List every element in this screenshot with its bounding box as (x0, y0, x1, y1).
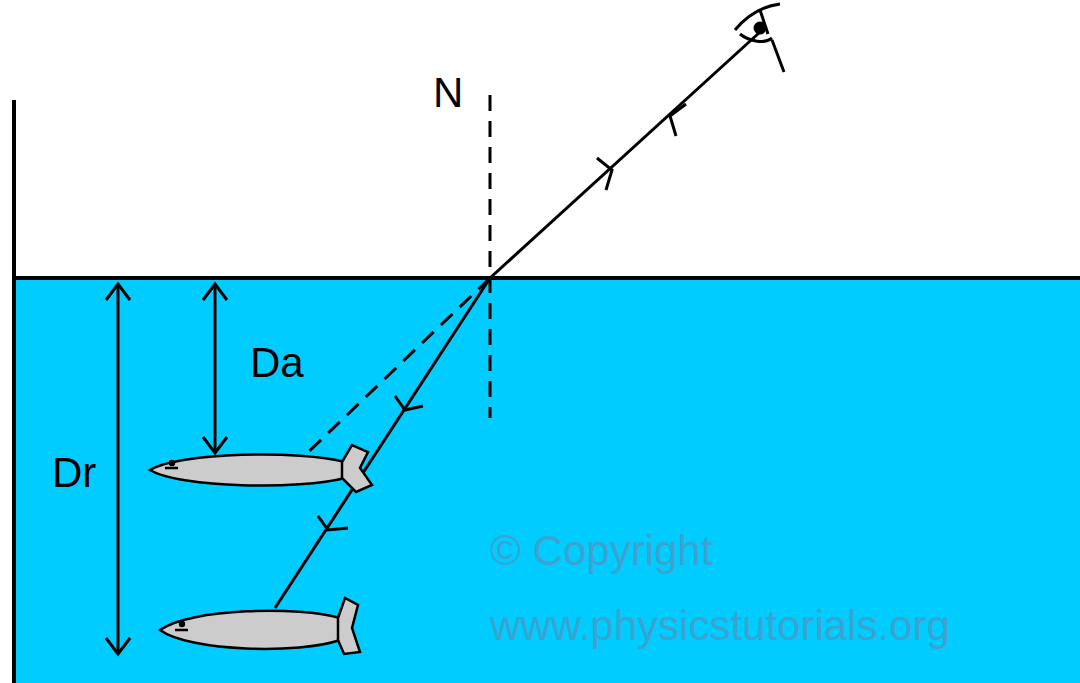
watermark: © Copyright (490, 530, 712, 572)
observer-eye (735, 4, 784, 72)
water-surface (14, 276, 1080, 280)
dimension-label: Da (250, 342, 304, 384)
water (14, 278, 1080, 683)
apparent-fish (150, 445, 372, 492)
normal-line (489, 95, 492, 418)
real-fish (160, 598, 360, 654)
dimension-label: Dr (52, 452, 96, 494)
ray-in-air (490, 32, 760, 278)
tank-wall (12, 100, 16, 683)
virtual-ray (300, 278, 490, 460)
normal-label: N (433, 72, 463, 114)
ray-in-water (275, 278, 490, 608)
ray-arrowheads (318, 104, 686, 530)
watermark: www.physicstutorials.org (490, 605, 950, 647)
